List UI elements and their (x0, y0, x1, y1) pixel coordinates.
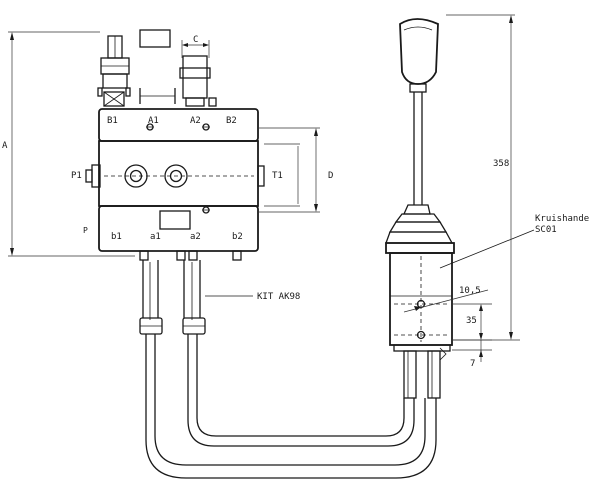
dimension-a: A (2, 31, 135, 257)
dimension-stroke-label: 35 (466, 316, 477, 326)
dimension-c-label: C (193, 35, 198, 45)
dimension-base-label: 7 (470, 359, 475, 369)
port-p1-label: P1 (71, 171, 82, 181)
dimension-d: D (258, 127, 333, 213)
port-a2-lower-label: a2 (190, 232, 201, 242)
dimension-35-7: 35 7 (452, 303, 492, 369)
port-b2-label: B2 (226, 116, 237, 126)
valve-top-fittings: C (97, 29, 217, 107)
port-a1-lower-label: a1 (150, 232, 161, 242)
handle-callout: Kruishande SC01 (439, 214, 589, 269)
port-b1-lower-label: b1 (111, 232, 122, 242)
dimension-offset-label: 10,5 (459, 286, 481, 296)
dimension-a-label: A (2, 141, 8, 151)
hydraulic-hoses (139, 260, 437, 479)
small-mark-label: P (83, 226, 88, 235)
joystick (385, 18, 455, 399)
port-t1-label: T1 (272, 171, 283, 181)
handle-label-line1: Kruishande (535, 214, 589, 224)
kit-label: KIT AK98 (257, 292, 300, 302)
dimension-358-label: 358 (493, 159, 509, 169)
port-b2-lower-label: b2 (232, 232, 243, 242)
valve-block: B1 A1 A2 B2 P1 T1 b1 a1 a2 b2 P (71, 108, 283, 261)
port-a2-label: A2 (190, 116, 201, 126)
port-a1-label: A1 (148, 116, 159, 126)
dimension-10-5: 10,5 (403, 286, 489, 313)
handle-label-line2: SC01 (535, 225, 557, 235)
kit-callout: KIT AK98 (205, 292, 300, 302)
dimension-d-label: D (328, 171, 333, 181)
port-b1-label: B1 (107, 116, 118, 126)
